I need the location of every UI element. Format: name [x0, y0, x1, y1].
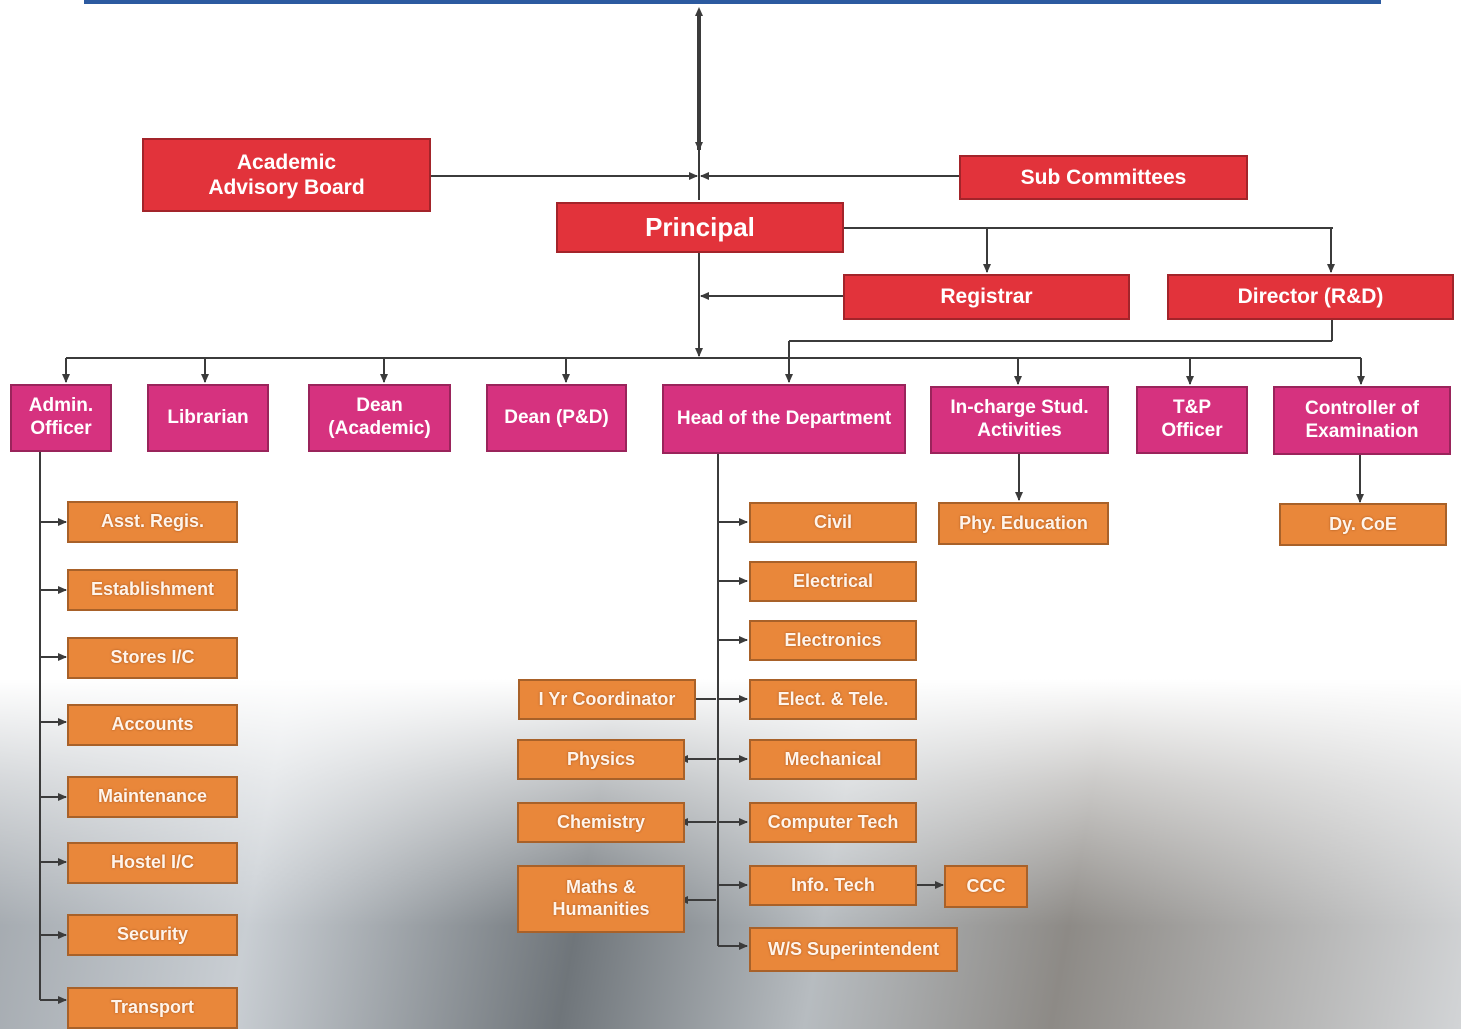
registrar-box: Registrar: [843, 274, 1130, 320]
mechanical-box: Mechanical: [749, 739, 917, 780]
accounts-box: Accounts: [67, 704, 238, 746]
sub-committees-box: Sub Committees: [959, 155, 1248, 200]
transport-box: Transport: [67, 987, 238, 1029]
asst-regis-box: Asst. Regis.: [67, 501, 238, 543]
incharge-student-activities-box: In-charge Stud. Activities: [930, 386, 1109, 454]
ws-superintendent-box: W/S Superintendent: [749, 927, 958, 972]
civil-box: Civil: [749, 502, 917, 543]
elect-tele-box: Elect. & Tele.: [749, 679, 917, 720]
info-tech-box: Info. Tech: [749, 865, 917, 906]
academic-advisory-board-box: Academic Advisory Board: [142, 138, 431, 212]
tp-officer-box: T&P Officer: [1136, 386, 1248, 454]
phy-education-box: Phy. Education: [938, 502, 1109, 545]
hostel-box: Hostel I/C: [67, 842, 238, 884]
dean-academic-box: Dean (Academic): [308, 384, 451, 452]
chemistry-box: Chemistry: [517, 802, 685, 843]
electronics-box: Electronics: [749, 620, 917, 661]
librarian-box: Librarian: [147, 384, 269, 452]
principal-box: Principal: [556, 202, 844, 253]
i-yr-coordinator-box: I Yr Coordinator: [518, 679, 696, 720]
head-of-department-box: Head of the Department: [662, 384, 906, 454]
controller-of-examination-box: Controller of Examination: [1273, 386, 1451, 455]
dy-coe-box: Dy. CoE: [1279, 503, 1447, 546]
security-box: Security: [67, 914, 238, 956]
establishment-box: Establishment: [67, 569, 238, 611]
computer-tech-box: Computer Tech: [749, 802, 917, 843]
director-rd-box: Director (R&D): [1167, 274, 1454, 320]
stores-box: Stores I/C: [67, 637, 238, 679]
physics-box: Physics: [517, 739, 685, 780]
maintenance-box: Maintenance: [67, 776, 238, 818]
top-border-bar: [84, 0, 1381, 4]
dean-pd-box: Dean (P&D): [486, 384, 627, 452]
electrical-box: Electrical: [749, 561, 917, 602]
maths-humanities-box: Maths & Humanities: [517, 865, 685, 933]
admin-officer-box: Admin. Officer: [10, 384, 112, 452]
ccc-box: CCC: [944, 865, 1028, 908]
